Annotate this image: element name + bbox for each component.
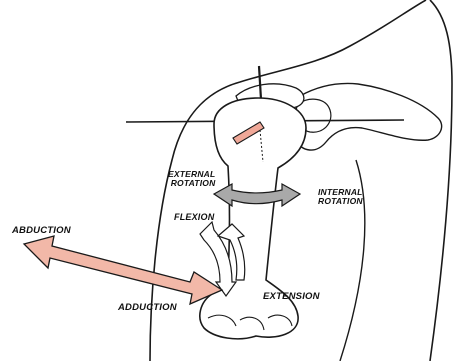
external-rotation-label-line2: ROTATION (168, 179, 215, 188)
internal-rotation-label-line2: ROTATION (318, 197, 363, 206)
abduction-adduction-arrow (24, 236, 222, 304)
external-rotation-label: EXTERNAL ROTATION (168, 170, 215, 187)
abduction-label: ABDUCTION (12, 226, 71, 236)
internal-rotation-label: INTERNAL ROTATION (318, 188, 363, 205)
adduction-label: ADDUCTION (118, 303, 177, 313)
flexion-label: FLEXION (174, 213, 214, 222)
extension-label: EXTENSION (263, 292, 320, 302)
back-outline (430, 0, 452, 361)
